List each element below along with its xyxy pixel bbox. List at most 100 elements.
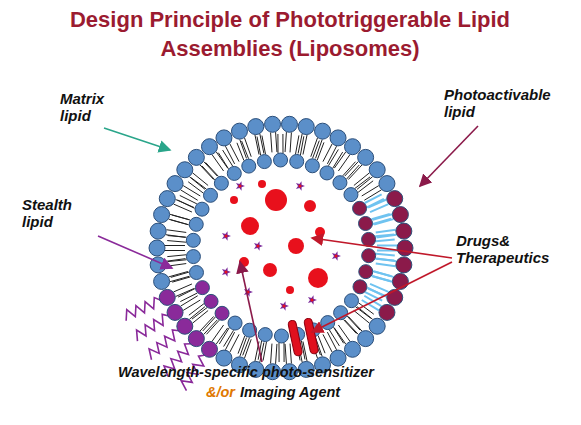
lipid-tail (373, 219, 391, 224)
lipid-tail (172, 277, 190, 282)
lipid-tail (192, 308, 207, 320)
lipid-tail (166, 264, 186, 267)
drug-sphere (304, 200, 316, 212)
lipid-head (258, 328, 272, 342)
lipid-tail (242, 141, 249, 159)
drug-sphere (286, 286, 294, 294)
lipid-head (353, 280, 367, 294)
lipid-tail (328, 149, 338, 165)
photo-sensitizer (280, 301, 289, 311)
photo-sensitizer (283, 305, 286, 308)
lipid-tail (344, 320, 357, 334)
leader-line (312, 238, 452, 258)
lipid-head (290, 154, 304, 168)
lipid-tail (174, 284, 192, 292)
photo-sensitizer (222, 267, 231, 277)
lipid-head (195, 202, 209, 216)
lipid-tail (333, 152, 343, 168)
lipid-tail (323, 144, 332, 162)
photo-sensitizer (308, 295, 317, 305)
lipid-head (362, 232, 376, 246)
drug-sphere (315, 227, 325, 237)
lipid-tail (257, 137, 261, 156)
lipid-head (177, 162, 193, 178)
lipid-tail (296, 135, 299, 154)
lipid-tail (290, 132, 291, 152)
lipid-head (305, 159, 319, 173)
lipid-tail (165, 250, 185, 251)
lipid-head (189, 217, 203, 231)
lipid-head (177, 318, 193, 334)
lipid-head (396, 257, 412, 273)
drug-sphere (230, 196, 238, 204)
photo-sensitizer (332, 251, 341, 261)
lipid-tail (183, 186, 200, 196)
lipid-head (333, 176, 347, 190)
lipid-head (150, 223, 166, 239)
callout-label: &/or (206, 384, 235, 401)
diagram-title: Design Principle of Phototriggerable Lip… (40, 6, 540, 63)
lipid-tail (376, 230, 396, 233)
lipid-head (265, 116, 281, 132)
lipid-head (387, 289, 403, 305)
lipid-head (344, 188, 358, 202)
callout-label: Stealth lipid (22, 196, 92, 231)
lipid-tail (224, 330, 234, 346)
lipid-tail (365, 292, 382, 300)
lipid-head (362, 249, 376, 263)
lipid-tail (271, 344, 272, 364)
lipid-tail (348, 316, 362, 331)
lipid-head (359, 265, 373, 279)
lipid-head (188, 331, 204, 347)
lipid-tail (347, 316, 360, 330)
lipid-tail (313, 141, 320, 159)
lipid-head (154, 273, 170, 289)
lipid-tail (204, 162, 218, 177)
lipid-tail (278, 343, 279, 362)
lipid-tail (372, 214, 390, 219)
leader-line (240, 262, 262, 362)
lipid-tail (165, 245, 185, 246)
lipid-head (204, 294, 218, 308)
lipid-head (228, 316, 242, 330)
photo-sensitizer (335, 255, 338, 258)
lipid-head (201, 139, 217, 155)
lipid-head (344, 294, 358, 308)
lipid-tail (372, 276, 390, 281)
lipid-head (379, 176, 395, 192)
lipid-tail (167, 241, 186, 243)
lipid-head (315, 123, 331, 139)
lipid-tail (277, 134, 278, 153)
membrane-drug (304, 318, 319, 355)
drug-sphere (288, 238, 304, 254)
lipid-tail (374, 271, 393, 276)
lipid-head (358, 331, 374, 347)
drug-sphere (265, 189, 287, 211)
lipid-head (257, 155, 271, 169)
peg-chain (126, 298, 161, 321)
lipid-tail (202, 166, 215, 180)
lipid-tail (238, 336, 245, 354)
lipid-head (167, 176, 183, 192)
lipid-tail (329, 330, 339, 346)
photo-sensitizer (257, 245, 260, 248)
lipid-head (149, 240, 165, 256)
lipid-tail (169, 219, 188, 224)
lipid-head (215, 306, 229, 320)
lipid-tail (245, 138, 252, 157)
lipid-head (214, 176, 228, 190)
lipid-tail (168, 260, 187, 262)
lipid-tail (263, 342, 266, 361)
lipid-head (274, 153, 288, 167)
lipid-head (159, 191, 175, 207)
lipid-tail (168, 236, 187, 238)
lipid-tail (262, 136, 266, 155)
lipid-head (189, 266, 203, 280)
lipid-tail (323, 334, 332, 352)
lipid-head (227, 166, 241, 180)
lipid-head (186, 233, 200, 247)
lipid-head (392, 207, 408, 223)
callout-label: Matrix lipid (60, 90, 120, 125)
lipid-tail (355, 177, 370, 189)
